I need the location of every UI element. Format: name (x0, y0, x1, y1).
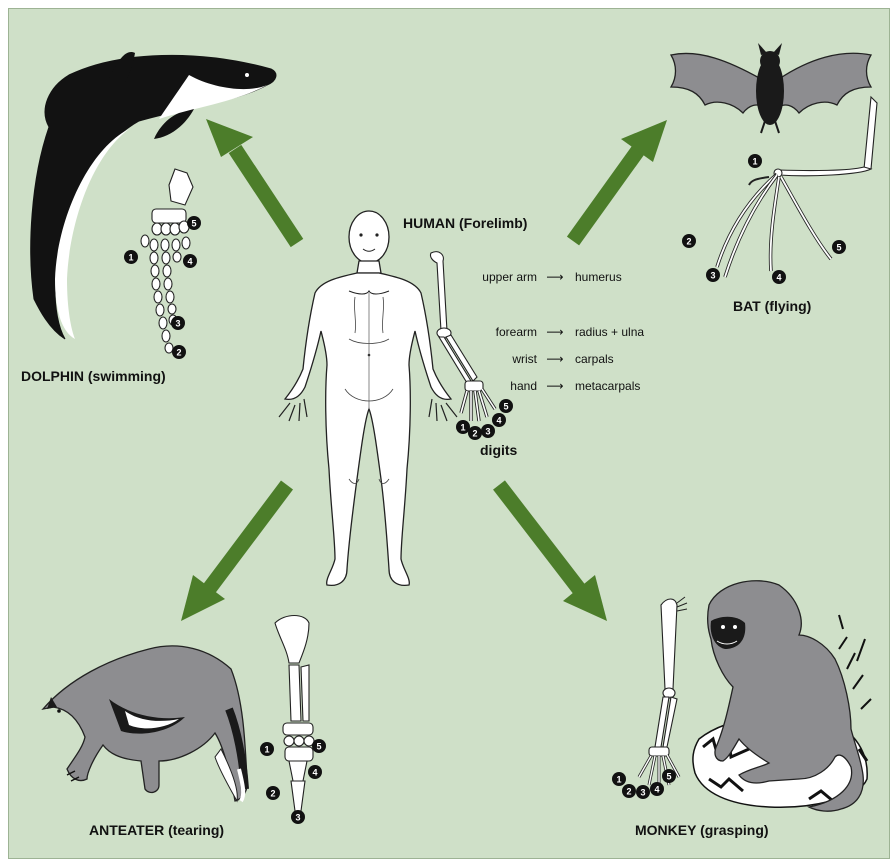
bat-illustration (671, 43, 871, 133)
digit-number: 3 (710, 271, 715, 281)
digit-number: 4 (312, 768, 317, 778)
diagram-panel: 1 2 3 4 5 DOLPHIN (swimming) 1 2 3 4 5 (8, 8, 890, 859)
digit-number: 2 (686, 237, 691, 247)
digit-number: 4 (496, 416, 501, 426)
arrow-to-monkey (499, 485, 607, 621)
digit-number: 1 (128, 253, 133, 263)
digit-number: 1 (616, 775, 621, 785)
digit-number: 5 (191, 219, 196, 229)
mapping-part: upper arm (482, 270, 537, 284)
dolphin-illustration (31, 52, 276, 339)
digit-number: 3 (485, 427, 490, 437)
arrow-to-dolphin (206, 119, 297, 243)
monkey-arm-bones (639, 597, 687, 787)
human-figure (279, 211, 457, 585)
anteater-label: ANTEATER (tearing) (89, 822, 224, 838)
digit-number: 1 (264, 745, 269, 755)
mapping-arrow: ⟶ (546, 379, 563, 393)
arrow-to-anteater (181, 485, 287, 621)
dolphin-label: DOLPHIN (swimming) (21, 368, 166, 384)
digit-number: 5 (316, 742, 321, 752)
mapping-arrow: ⟶ (546, 325, 563, 339)
digit-number: 4 (187, 257, 192, 267)
human-forelimb-title: HUMAN (Forelimb) (403, 215, 527, 231)
homologous-structures-diagram: 1 2 3 4 5 DOLPHIN (swimming) 1 2 3 4 5 (9, 9, 891, 860)
anteater-illustration (43, 646, 247, 801)
mapping-row-hand: hand ⟶ metacarpals (510, 379, 640, 393)
digit-number: 5 (503, 402, 508, 412)
digit-number: 2 (270, 789, 275, 799)
digit-number: 1 (752, 157, 757, 167)
digit-number: 3 (295, 813, 300, 823)
mapping-part: hand (510, 379, 537, 393)
mapping-part: wrist (511, 352, 537, 366)
mapping-part: forearm (496, 325, 537, 339)
digit-number: 4 (776, 273, 781, 283)
digit-number: 1 (460, 423, 465, 433)
mapping-row-forearm: forearm ⟶ radius + ulna (496, 325, 645, 339)
arrow-to-bat (573, 120, 667, 241)
digit-number: 2 (472, 429, 477, 439)
bat-label: BAT (flying) (733, 298, 811, 314)
digit-number: 2 (176, 348, 181, 358)
monkey-illustration (693, 581, 871, 811)
digit-number: 3 (175, 319, 180, 329)
digits-label: digits (480, 442, 518, 458)
anteater-limb-bones (275, 616, 314, 812)
mapping-arrow: ⟶ (546, 352, 563, 366)
digit-number: 4 (654, 785, 659, 795)
monkey-digit-markers: 1 2 3 4 5 (612, 769, 676, 799)
human-bone-mapping: upper arm ⟶ humerus forearm ⟶ radius + u… (482, 270, 644, 393)
mapping-bone: metacarpals (575, 379, 640, 393)
digit-number: 5 (836, 243, 841, 253)
mapping-bone: humerus (575, 270, 622, 284)
bat-wing-bones (717, 97, 877, 277)
digit-number: 3 (640, 788, 645, 798)
mapping-bone: carpals (575, 352, 614, 366)
digit-number: 2 (626, 787, 631, 797)
mapping-arrow: ⟶ (546, 270, 563, 284)
monkey-label: MONKEY (grasping) (635, 822, 769, 838)
digit-number: 5 (666, 772, 671, 782)
mapping-row-upper-arm: upper arm ⟶ humerus (482, 270, 621, 284)
mapping-bone: radius + ulna (575, 325, 644, 339)
mapping-row-wrist: wrist ⟶ carpals (511, 352, 613, 366)
